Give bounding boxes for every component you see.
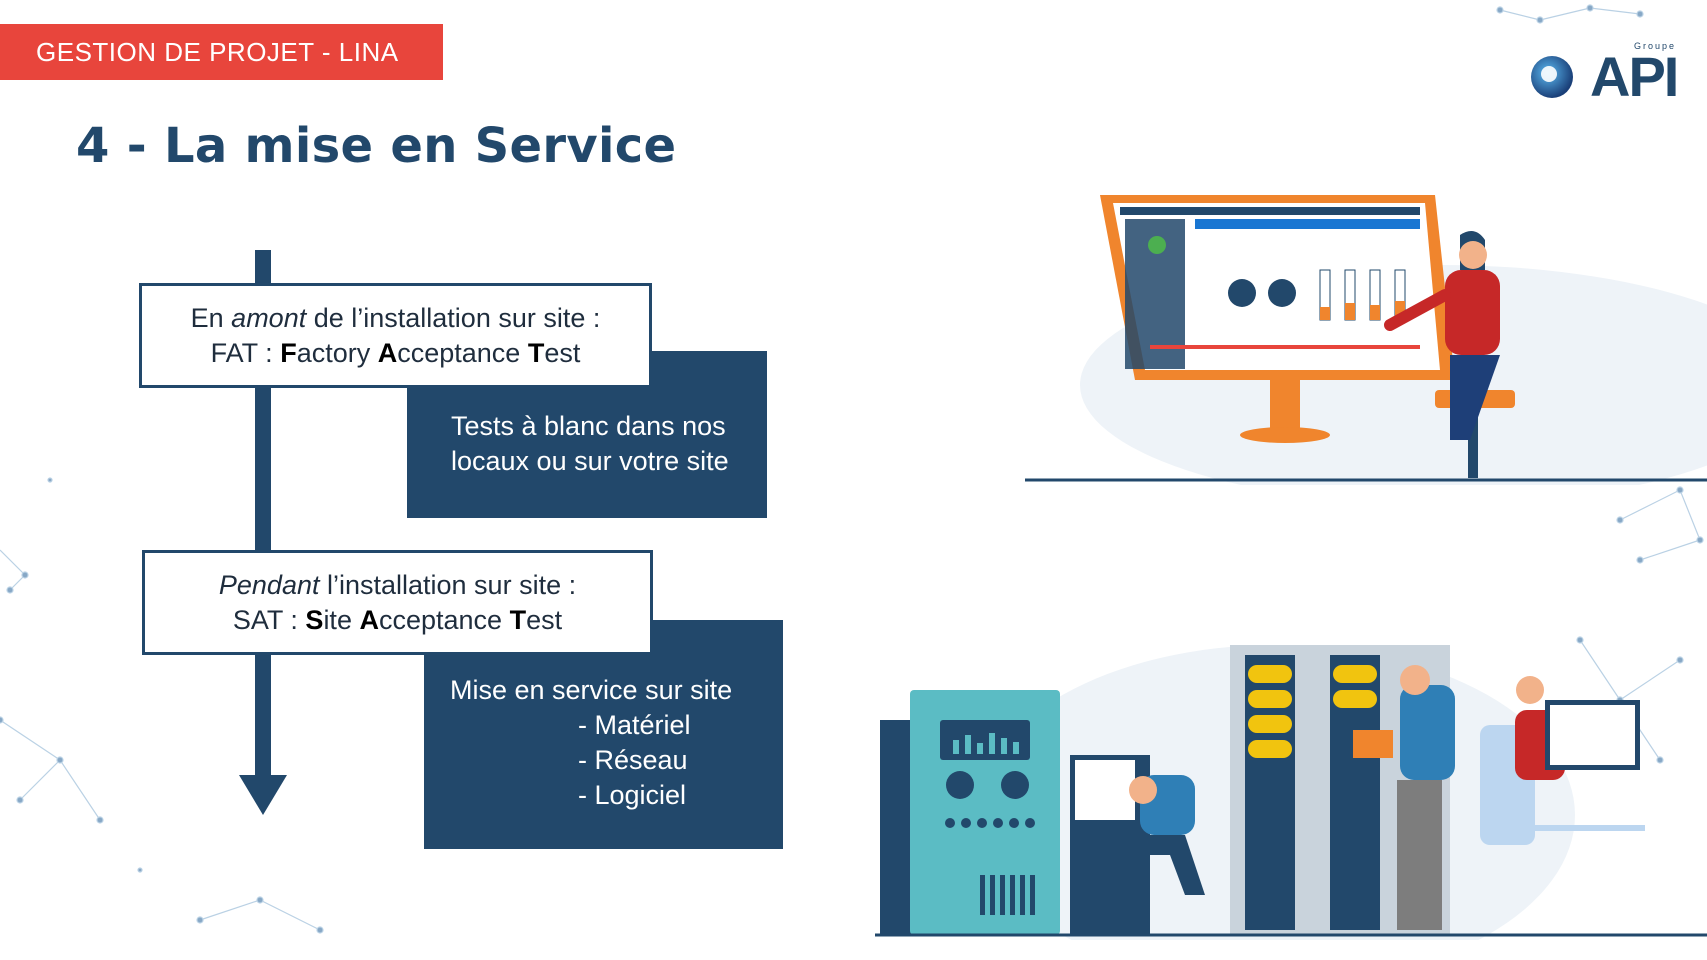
fat-detail-line: locaux ou sur votre site xyxy=(451,446,729,476)
server-room-illustration xyxy=(875,645,1707,940)
section-banner: GESTION DE PROJET - LINA xyxy=(0,24,443,80)
sat-detail-item: - Matériel xyxy=(578,710,691,740)
groupe-api-logo xyxy=(1531,56,1573,98)
sat-step-acronym: SAT : Site Acceptance Test xyxy=(232,604,563,635)
sat-detail-item: - Réseau xyxy=(578,745,688,775)
sat-step-box: Pendant l’installation sur site : SAT : … xyxy=(142,550,653,655)
sat-detail-item: - Logiciel xyxy=(578,780,687,810)
logo-brand-text: API xyxy=(1590,45,1679,108)
sat-detail-box: Mise en service sur site - Matériel - Ré… xyxy=(424,620,783,849)
fat-step-acronym: FAT : Factory Acceptance Test xyxy=(210,337,581,368)
scada-monitor-illustration xyxy=(1025,195,1707,485)
timeline-arrow-icon xyxy=(239,775,287,815)
page-title: 4 - La mise en Service xyxy=(76,118,677,174)
sat-step-heading: Pendant l’installation sur site : xyxy=(218,569,577,600)
fat-step-box: En amont de l’installation sur site : FA… xyxy=(139,283,652,388)
fat-step-heading: En amont de l’installation sur site : xyxy=(190,302,601,333)
logo-small-text: Groupe xyxy=(1634,41,1677,51)
sat-detail-title: Mise en service sur site xyxy=(450,675,733,705)
fat-detail-line: Tests à blanc dans nos xyxy=(451,411,726,441)
